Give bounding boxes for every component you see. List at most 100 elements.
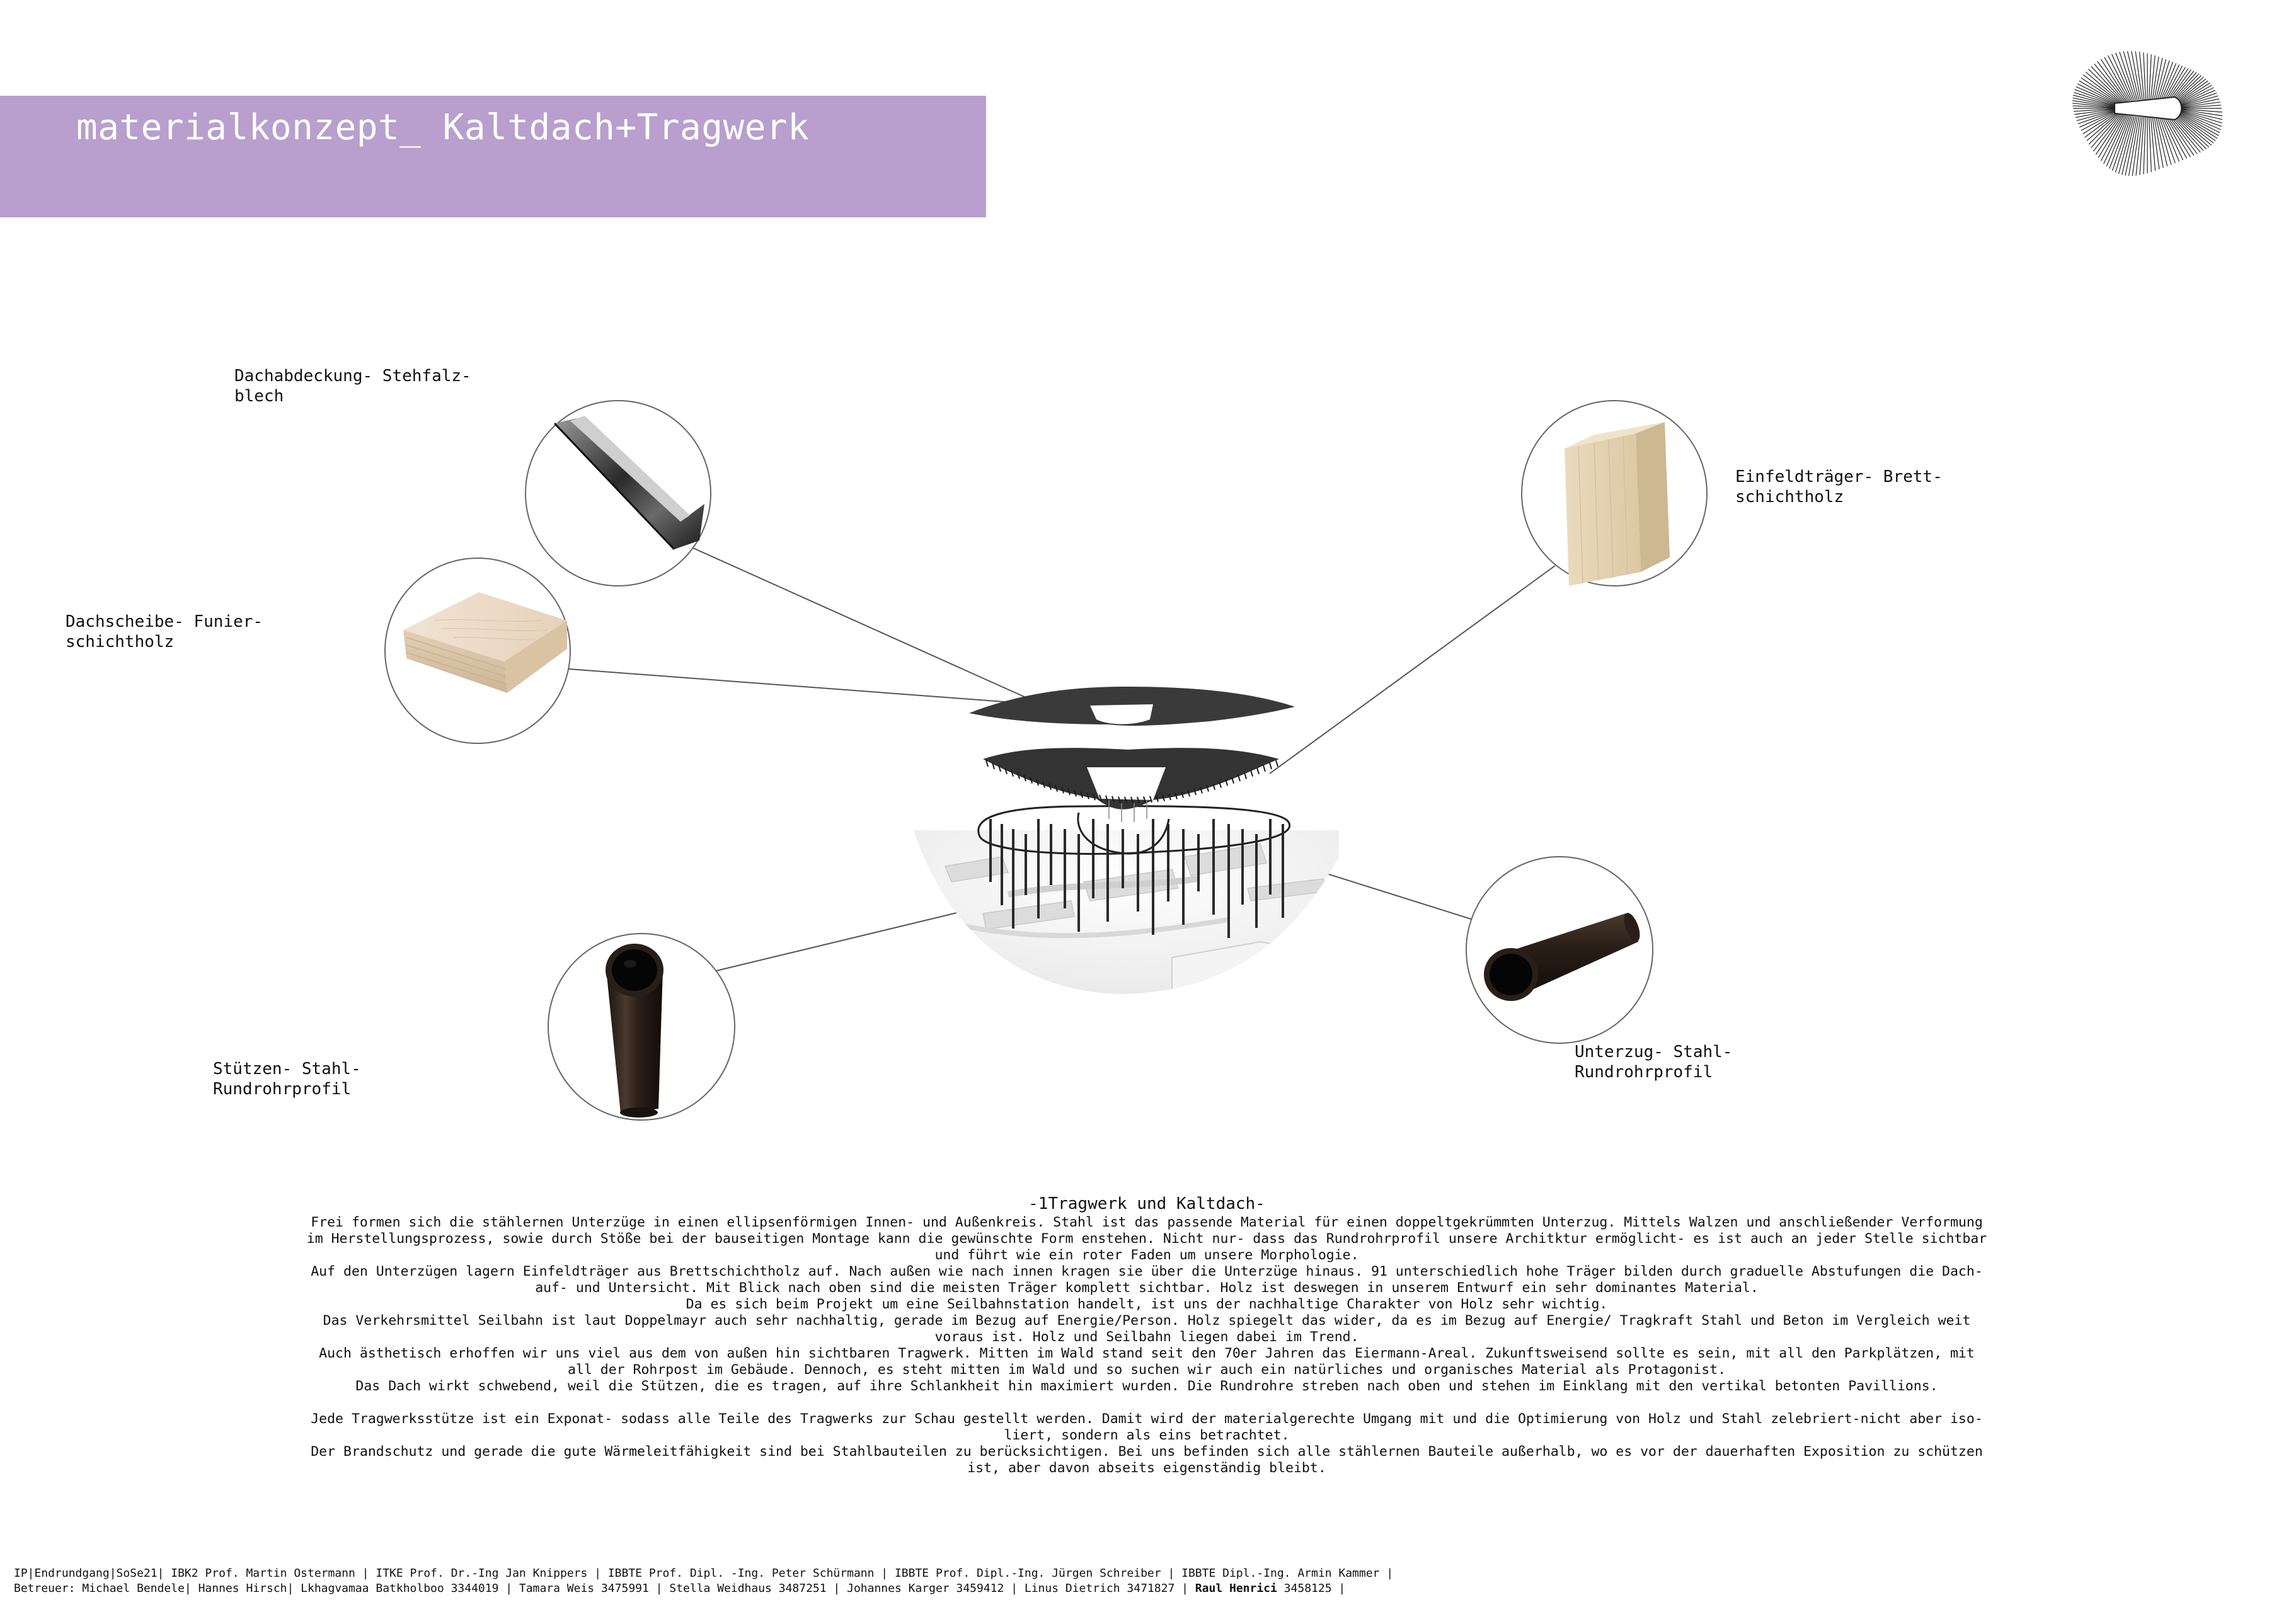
beam-tick [1181, 791, 1184, 798]
standing-seam-metal-sheet-icon [553, 416, 704, 551]
description-line: ist, aber davon abseits eigenständig ble… [967, 1460, 1326, 1476]
beam-tick [1074, 790, 1077, 797]
logo-ray [2119, 52, 2136, 101]
label-line: schichtholz [66, 632, 175, 651]
logo-ray [2180, 98, 2220, 108]
credits-line-1: IP|Endrundgang|SoSe21| IBK2 Prof. Martin… [14, 1567, 1394, 1580]
logo-ray [2150, 117, 2156, 171]
beam-tick [1130, 796, 1134, 804]
logo-ray [2162, 116, 2184, 161]
logo-ray [2180, 101, 2220, 108]
description-line: Das Verkehrsmittel Seilbahn ist laut Dop… [323, 1313, 1971, 1329]
beam-tick [1055, 785, 1058, 792]
description-line: liert, sondern als eins betrachtet. [1004, 1427, 1290, 1443]
material-circle-dachabdeckung [525, 400, 711, 586]
beam-tick [1263, 765, 1266, 772]
description-line: Frei formen sich die stählernen Unterzüg… [311, 1215, 1983, 1230]
logo-ray [2149, 117, 2152, 173]
beam-tick [1080, 791, 1083, 798]
leader-line-dachabdeckung [692, 547, 1040, 704]
logo-ray [2179, 93, 2217, 106]
logo-ray [2079, 110, 2117, 128]
logo-ray [2176, 83, 2210, 105]
logo-ray [2178, 87, 2214, 106]
beam-tick [1225, 779, 1228, 786]
logo-ray [2178, 111, 2220, 134]
leader-line-dachscheibe [568, 668, 1021, 704]
logo-ray [2079, 80, 2120, 105]
logo-ray [2169, 115, 2201, 153]
logo-ray [2076, 86, 2118, 105]
logo-ray [2075, 109, 2115, 118]
beam-tick [1042, 781, 1045, 788]
beam-tick [1124, 796, 1127, 804]
beam-tick [1137, 796, 1140, 804]
beam-tick [1030, 777, 1033, 784]
logo-ray [2150, 55, 2156, 100]
logo-ray [2088, 113, 2120, 145]
leader-lines [568, 547, 1556, 971]
beam-tick [1200, 787, 1203, 794]
logo-ray [2072, 97, 2116, 107]
logo-ray [2088, 69, 2123, 103]
logo-ray [2072, 105, 2115, 108]
beam-tick [1250, 770, 1253, 777]
beam-tick [1011, 770, 1014, 777]
logo-ray [2072, 103, 2115, 108]
description-line: auf- und Untersicht. Mit Blick nach oben… [535, 1280, 1759, 1296]
logo-ray [2176, 112, 2218, 139]
logo-ray [2135, 117, 2143, 176]
credits-footer: IP|Endrundgang|SoSe21| IBK2 Prof. Martin… [14, 1566, 1393, 1596]
beam-tick [1193, 788, 1197, 796]
title-banner [0, 96, 986, 217]
logo-ray [2177, 112, 2219, 136]
material-circle-dachscheibe [384, 558, 571, 744]
material-circle-stuetzen [548, 933, 735, 1121]
logo-ray [2160, 63, 2177, 101]
logo-ray [2166, 68, 2189, 102]
logo-ray [2084, 112, 2119, 138]
beam-tick [1017, 772, 1020, 779]
beam-tick [1168, 793, 1171, 801]
steel-columns [989, 819, 1284, 938]
logo-ray [2081, 77, 2120, 104]
logo-ray [2115, 116, 2133, 173]
beam-tick [1036, 779, 1039, 786]
logo-ray [2098, 114, 2125, 158]
logo-ray [2111, 115, 2132, 171]
beam-tick [1067, 788, 1071, 796]
logo-ray [2159, 116, 2176, 164]
logo-ray [2152, 117, 2160, 169]
beam-tick [1156, 795, 1159, 803]
logo-ray [2173, 76, 2204, 104]
logo-ray [2177, 84, 2212, 105]
logo-ray [2180, 109, 2223, 120]
label-line: Dachscheibe- Funier- [66, 612, 263, 631]
logo-ray [2149, 54, 2152, 100]
radial-logo-icon [2072, 50, 2223, 176]
logo-ray [2139, 52, 2145, 100]
beam-tick [1238, 774, 1241, 782]
roof-layer [969, 687, 1295, 726]
logo-ray [2128, 117, 2140, 176]
logo-ray [2094, 63, 2126, 102]
logo-ray [2162, 64, 2180, 101]
logo-ray [2125, 117, 2138, 176]
logo-ray [2073, 94, 2116, 106]
logo-ray [2073, 108, 2115, 112]
logo-ray [2091, 113, 2122, 148]
logo-ray [2108, 55, 2132, 101]
description-line: Jede Tragwerksstütze ist ein Exponat- so… [311, 1411, 1983, 1427]
description-line: Auf den Unterzügen lagern Einfeldträger … [311, 1264, 1983, 1279]
beam-tick [1244, 772, 1247, 779]
logo-ray [2164, 67, 2186, 101]
material-circle-unterzug [1466, 856, 1653, 1044]
description-line: all der Rohrpost im Gebäude. Dennoch, es… [567, 1362, 1726, 1378]
logo-ray [2178, 110, 2221, 130]
logo-ray [2179, 95, 2219, 107]
logo-lens [2114, 96, 2183, 121]
paragraph-gap [290, 1395, 2004, 1411]
exploded-structure-model [914, 687, 1339, 994]
logo-ray [2154, 117, 2164, 168]
logo-ray [2178, 89, 2215, 106]
